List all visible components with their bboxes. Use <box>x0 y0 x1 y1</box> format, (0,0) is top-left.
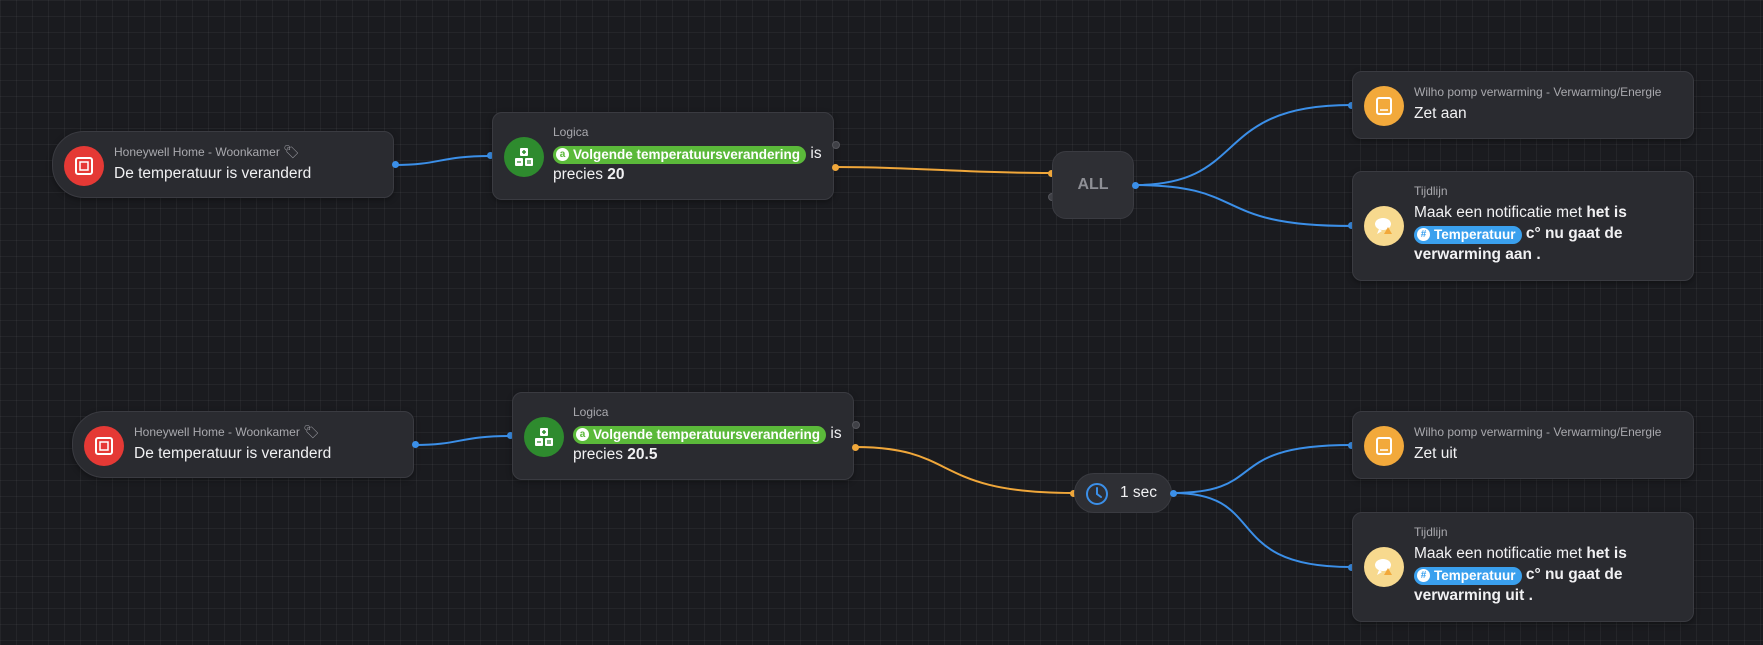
flow1-action1-card[interactable]: Wilho pomp verwarming - Verwarming/Energ… <box>1352 71 1694 139</box>
trigger-device-name: Honeywell Home - Woonkamer <box>114 145 280 159</box>
flow1-trigger-output-port[interactable] <box>392 161 399 168</box>
action-label: Zet uit <box>1414 445 1458 462</box>
flow2-action1-card[interactable]: Wilho pomp verwarming - Verwarming/Energ… <box>1352 411 1694 479</box>
trigger-event: De temperatuur is veranderd <box>114 165 312 182</box>
wire-f1-trigger-condition <box>394 155 491 166</box>
flow2-trigger-output-port[interactable] <box>412 441 419 448</box>
flow1-condition-true-port[interactable] <box>832 164 839 171</box>
flow2-delay-output-port[interactable] <box>1170 490 1177 497</box>
device-icon <box>84 426 124 466</box>
action-category: Tijdlijn <box>1414 184 1448 198</box>
condition-category: Logica <box>553 125 589 139</box>
action-device-name: Wilho pomp verwarming - Verwarming/Energ… <box>1414 85 1662 99</box>
tag-icon: 🏷 <box>283 144 300 159</box>
flow2-action2-card[interactable]: Tijdlijn Maak een notificatie met het is… <box>1352 512 1694 622</box>
flow2-condition-input-port[interactable] <box>507 432 514 439</box>
all-gate[interactable]: ALL <box>1052 151 1134 219</box>
flow1-trigger-card[interactable]: Honeywell Home - Woonkamer 🏷 De temperat… <box>52 131 394 198</box>
temperature-tag[interactable]: #Temperatuur <box>1414 566 1522 585</box>
flow1-action1-input-port[interactable] <box>1348 102 1355 109</box>
flow1-condition-false-port[interactable] <box>832 141 840 149</box>
flow1-all-input-port[interactable] <box>1048 170 1055 177</box>
delay-label: 1 sec <box>1120 484 1158 501</box>
flow1-action2-card[interactable]: Tijdlijn Maak een notificatie met het is… <box>1352 171 1694 281</box>
logic-icon <box>524 417 564 457</box>
wire-f1-all-action2 <box>1134 184 1352 227</box>
device-icon <box>64 146 104 186</box>
wire-f2-condition-delay <box>854 446 1074 494</box>
wire-f1-all-action1 <box>1134 104 1352 186</box>
condition-value: 20.5 <box>627 446 658 463</box>
flow1-action2-input-port[interactable] <box>1348 222 1355 229</box>
device-icon <box>1364 86 1404 126</box>
flow1-all-output-port[interactable] <box>1132 182 1139 189</box>
clock-icon <box>1085 482 1109 511</box>
condition-category: Logica <box>573 405 609 419</box>
action-device-name: Wilho pomp verwarming - Verwarming/Energ… <box>1414 425 1662 439</box>
temperature-tag[interactable]: #Temperatuur <box>1414 225 1522 244</box>
trigger-event: De temperatuur is veranderd <box>134 445 332 462</box>
flow1-condition-input-port[interactable] <box>487 152 494 159</box>
action-category: Tijdlijn <box>1414 525 1448 539</box>
action-label: Zet aan <box>1414 105 1467 122</box>
timeline-icon <box>1364 547 1404 587</box>
timeline-icon <box>1364 206 1404 246</box>
trigger-device-name: Honeywell Home - Woonkamer <box>134 425 300 439</box>
wire-f1-condition-all <box>834 166 1052 174</box>
wire-f2-delay-action1 <box>1172 444 1352 494</box>
delay-node[interactable]: 1 sec <box>1074 473 1172 513</box>
condition-value: 20 <box>607 166 625 183</box>
flow2-action2-input-port[interactable] <box>1348 564 1355 571</box>
flow2-condition-true-port[interactable] <box>852 444 859 451</box>
wire-f2-delay-action2 <box>1172 492 1352 568</box>
flow2-delay-input-port[interactable] <box>1070 490 1077 497</box>
notification-text: Maak een notificatie met het is #Tempera… <box>1414 545 1627 604</box>
wire-f2-trigger-condition <box>414 435 511 446</box>
tag-icon: 🏷 <box>303 424 320 439</box>
flow2-trigger-card[interactable]: Honeywell Home - Woonkamer 🏷 De temperat… <box>72 411 414 478</box>
flow2-action1-input-port[interactable] <box>1348 442 1355 449</box>
device-icon <box>1364 426 1404 466</box>
logic-icon <box>504 137 544 177</box>
notification-text: Maak een notificatie met het is #Tempera… <box>1414 204 1627 263</box>
flow2-condition-false-port[interactable] <box>852 421 860 429</box>
